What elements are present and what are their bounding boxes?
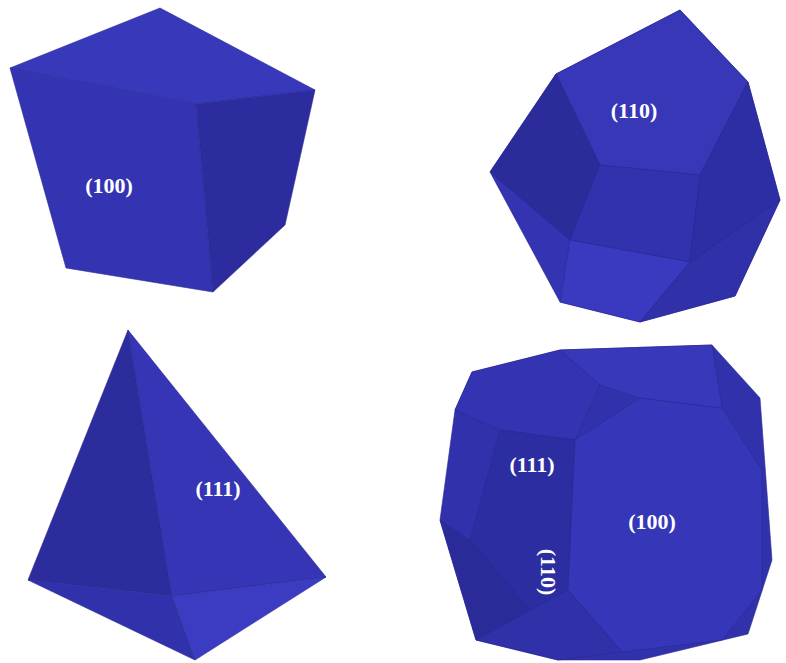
face-label: (110) <box>537 549 559 595</box>
cube <box>10 8 315 292</box>
rhombic-dodecahedron <box>490 10 780 322</box>
face-label: (111) <box>195 478 240 500</box>
face-label: (110) <box>611 100 657 122</box>
truncated-polyhedron <box>440 345 772 660</box>
face-label: (111) <box>509 454 554 476</box>
face-label: (100) <box>628 511 676 533</box>
octahedron <box>28 330 326 660</box>
face-label: (100) <box>85 175 133 197</box>
